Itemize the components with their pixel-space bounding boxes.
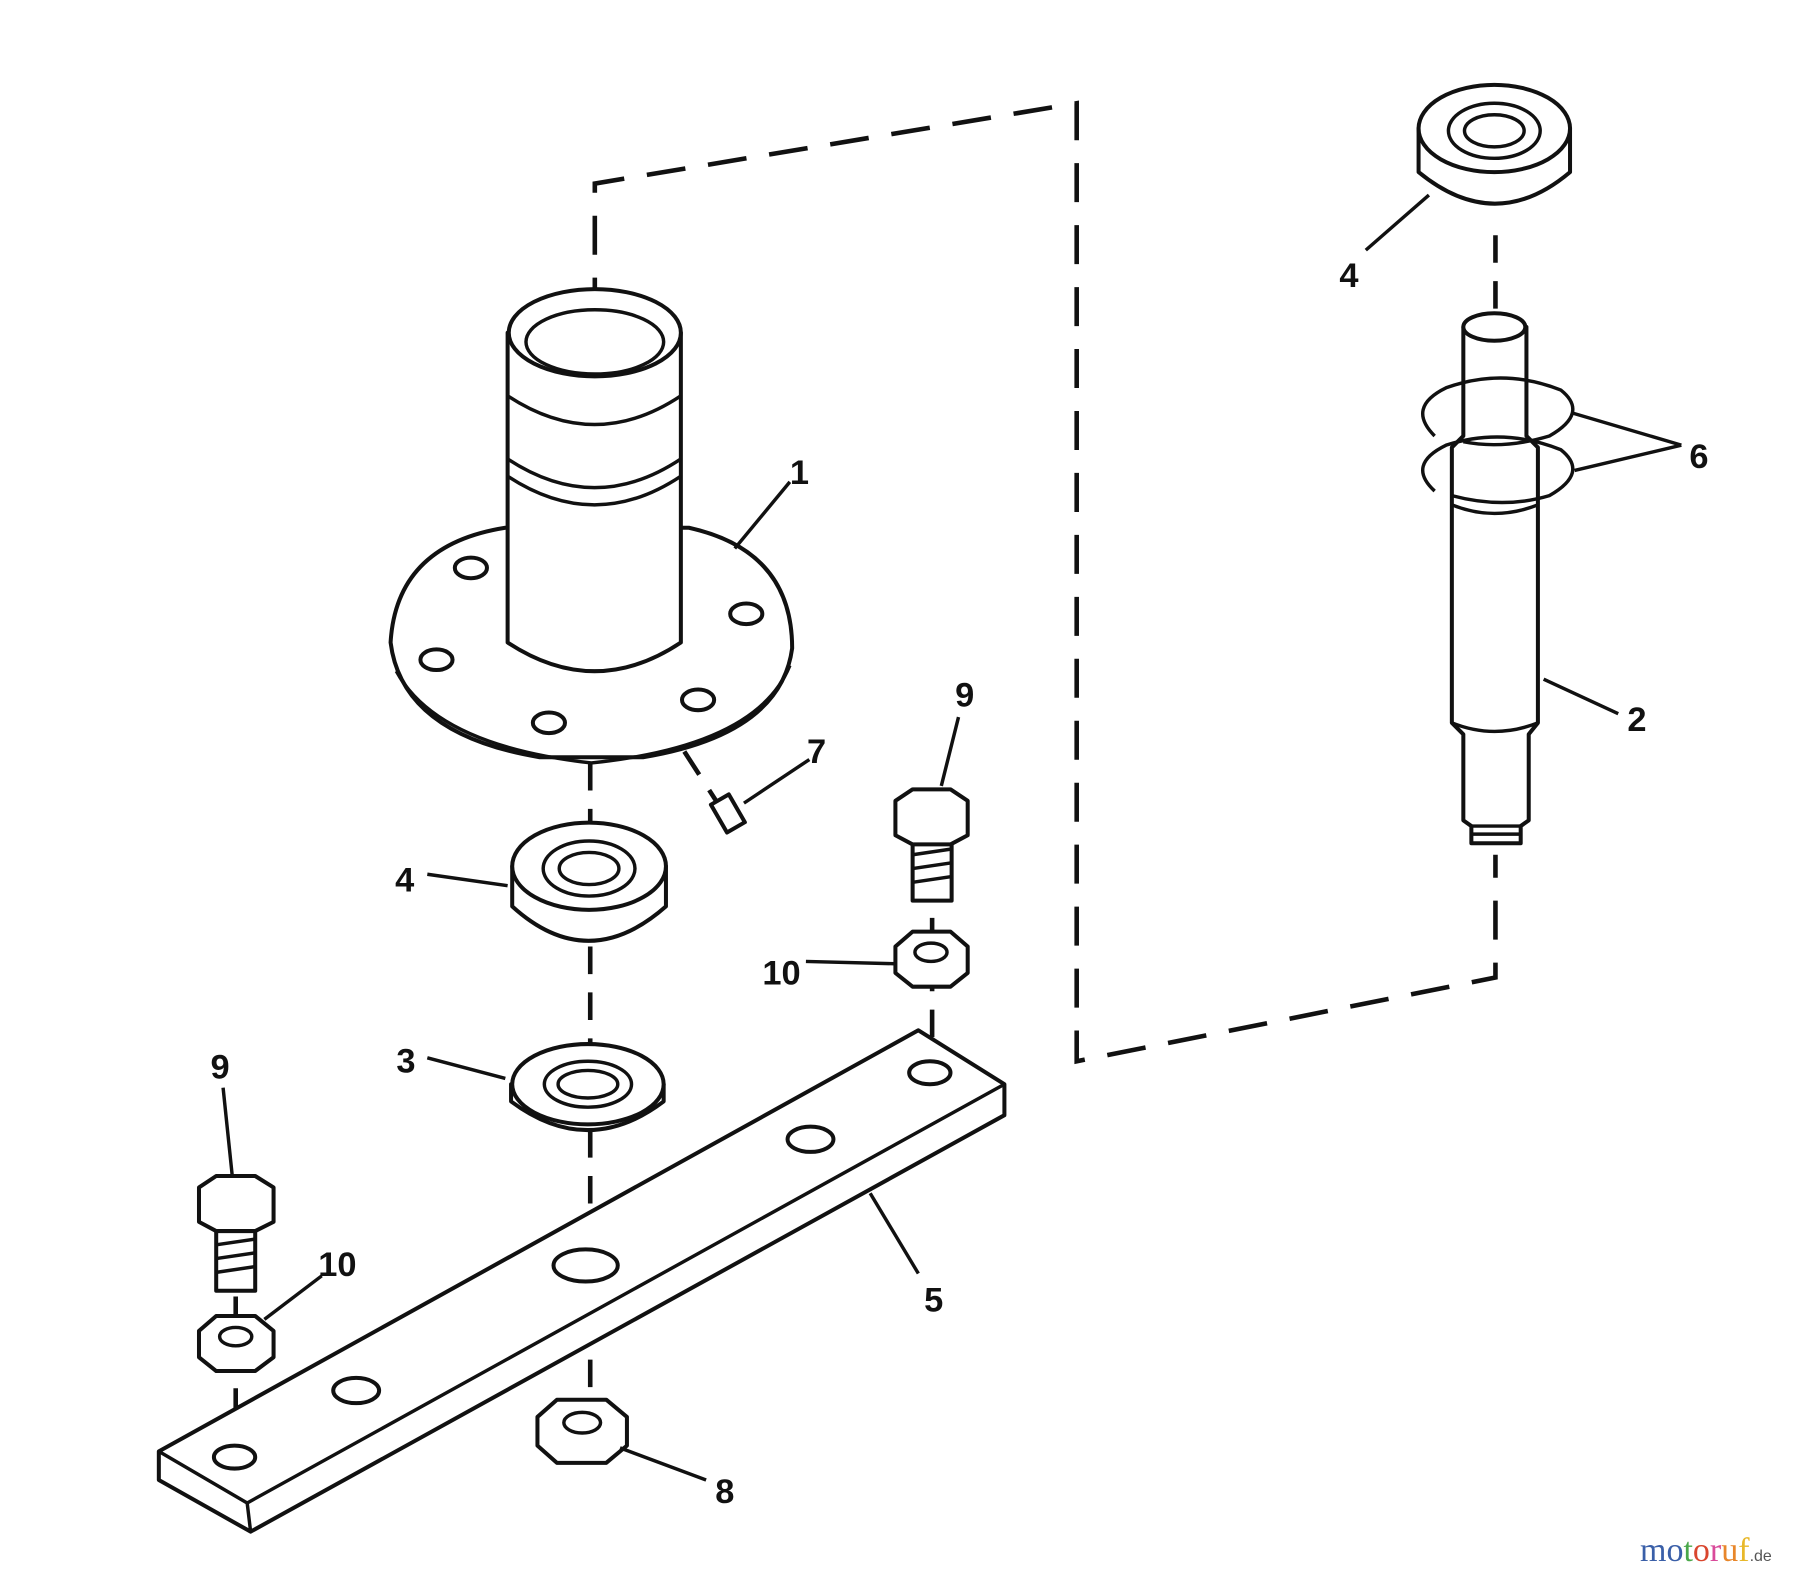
nut: [535, 1397, 629, 1465]
callout-3: 3: [396, 1043, 415, 1081]
watermark-letter: r: [1709, 1532, 1722, 1569]
callout-1: 1: [790, 454, 809, 492]
assembly-line: [682, 750, 720, 805]
bolt: [196, 1173, 276, 1293]
blade-adapter-bar: [156, 1028, 1007, 1534]
retaining-rings: [1421, 376, 1575, 505]
bearing: [510, 820, 668, 943]
callout-7: 7: [807, 733, 826, 771]
spacer: [509, 1042, 666, 1133]
nut: [196, 1313, 276, 1374]
spindle-housing: [388, 287, 795, 765]
callout-9-left: 9: [210, 1048, 229, 1086]
watermark-logo: motoruf.de: [1640, 1532, 1772, 1569]
callout-6: 6: [1689, 438, 1708, 476]
callout-4-upper: 4: [1339, 257, 1358, 295]
callout-10-left: 10: [318, 1246, 356, 1284]
callout-9-right: 9: [955, 677, 974, 715]
callout-10-right: 10: [762, 954, 800, 992]
watermark-letter: t: [1683, 1532, 1693, 1569]
callout-2: 2: [1627, 701, 1646, 739]
watermark-letter: m: [1640, 1532, 1667, 1569]
bolt: [893, 787, 970, 903]
watermark-letter: f: [1738, 1532, 1750, 1569]
spindle-shaft: [1449, 311, 1540, 846]
grease-fitting: [708, 792, 747, 835]
assembly-line: [592, 100, 1498, 1065]
watermark-letter: o: [1692, 1532, 1710, 1569]
callout-5: 5: [924, 1281, 943, 1319]
callout-8: 8: [715, 1473, 734, 1511]
watermark-letter: o: [1666, 1532, 1684, 1569]
leader-lines: [221, 193, 1682, 1482]
nut: [893, 929, 970, 989]
callout-4-lower: 4: [395, 861, 414, 899]
bearing: [1416, 82, 1573, 206]
watermark-letter: u: [1721, 1532, 1739, 1569]
